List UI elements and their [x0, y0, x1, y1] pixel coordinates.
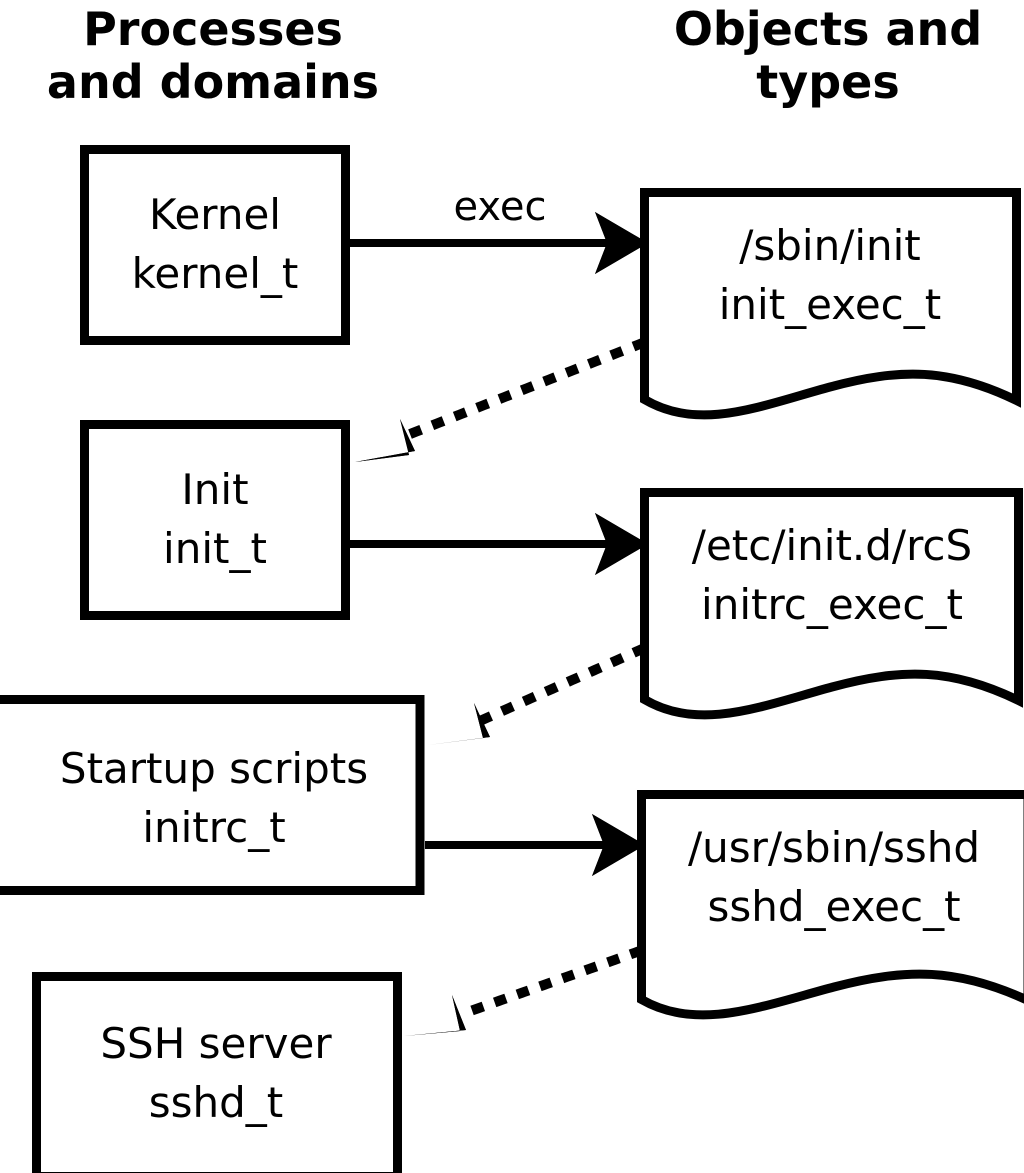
process-node-kernel-label-line1: Kernel	[149, 190, 281, 239]
column-header-processes-line2: and domains	[47, 55, 379, 109]
arrow-head-icon-transition-init	[355, 419, 415, 462]
process-node-init-label-line2: init_t	[163, 524, 267, 573]
arrow-head-icon-transition-initrc	[428, 703, 490, 745]
object-node-initrc_exec-document[interactable]	[640, 488, 1023, 720]
arrow-head-icon-transition-sshd	[404, 995, 466, 1036]
object-node-sshd_exec-label-line1: /usr/sbin/sshd	[688, 823, 980, 872]
column-header-processes: Processes and domains	[47, 2, 379, 109]
arrow-head-icon-exec-initrc_exec	[595, 513, 648, 575]
process-node-sshd-label-line1: SSH server	[100, 1019, 332, 1068]
object-node-init_exec-label-line2: init_exec_t	[719, 280, 942, 329]
process-node-init-box[interactable]	[80, 420, 350, 620]
arrow-head-icon-exec-sshd_exec	[592, 814, 645, 876]
object-node-init_exec[interactable]: /sbin/init init_exec_t	[640, 188, 1021, 420]
process-node-initrc-box[interactable]	[0, 695, 425, 895]
process-node-initrc-label-line1: Startup scripts	[60, 744, 368, 793]
column-header-processes-line1: Processes	[83, 2, 343, 56]
process-node-sshd-label-line2: sshd_t	[149, 1078, 284, 1127]
object-node-sshd_exec[interactable]: /usr/sbin/sshd sshd_exec_t	[637, 790, 1024, 1020]
process-node-init-label-line1: Init	[181, 465, 248, 514]
process-node-sshd[interactable]: SSH server sshd_t	[32, 972, 402, 1173]
edge-line	[455, 945, 644, 1021]
edge-initrc_exec-transition-initrc	[428, 643, 647, 745]
object-node-init_exec-label-line1: /sbin/init	[739, 221, 921, 270]
object-node-init_exec-document[interactable]	[640, 188, 1021, 420]
arrow-heads-overlay	[355, 212, 648, 1036]
arrow-head-icon-exec-init_exec	[595, 212, 648, 274]
process-node-initrc[interactable]: Startup scripts initrc_t	[0, 695, 425, 895]
process-node-kernel-label-line2: kernel_t	[132, 249, 299, 298]
object-node-initrc_exec[interactable]: /etc/init.d/rcS initrc_exec_t	[640, 488, 1023, 720]
process-node-kernel-box[interactable]	[80, 145, 350, 345]
edge-label-exec: exec	[454, 184, 547, 230]
process-node-initrc-label-line2: initrc_t	[142, 803, 285, 852]
column-header-objects-line2: types	[756, 55, 899, 109]
edge-line	[475, 643, 647, 727]
object-node-initrc_exec-label-line1: /etc/init.d/rcS	[692, 521, 972, 570]
object-node-sshd_exec-label-line2: sshd_exec_t	[707, 882, 960, 931]
edge-init_exec-transition-init	[355, 337, 647, 462]
object-node-sshd_exec-document[interactable]	[637, 790, 1024, 1020]
column-header-objects-line1: Objects and	[674, 2, 982, 56]
process-node-kernel[interactable]: Kernel kernel_t	[80, 145, 350, 345]
object-node-initrc_exec-label-line2: initrc_exec_t	[701, 580, 963, 629]
edge-line	[393, 337, 647, 445]
column-header-objects: Objects and types	[674, 2, 982, 109]
process-node-sshd-box[interactable]	[32, 972, 402, 1173]
edge-sshd_exec-transition-sshd	[404, 945, 644, 1036]
process-node-init[interactable]: Init init_t	[80, 420, 350, 620]
